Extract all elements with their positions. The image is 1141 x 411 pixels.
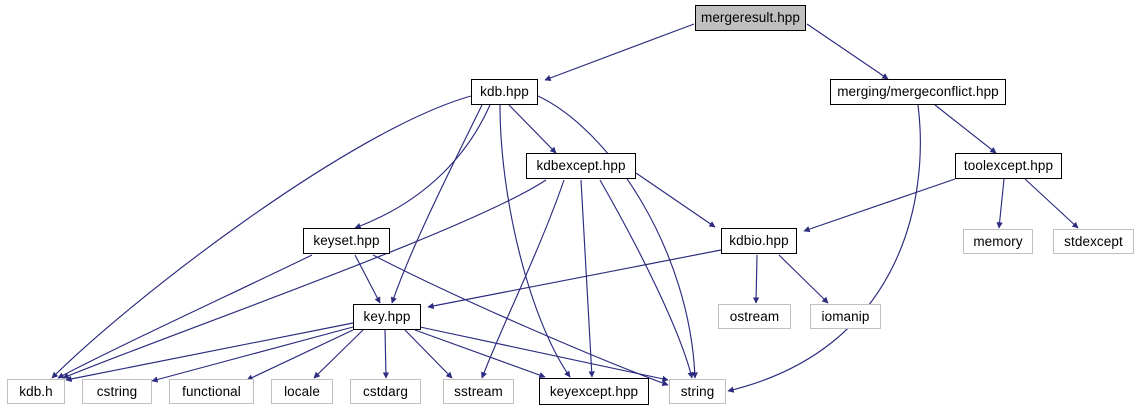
graph-node-keyexcept[interactable]: keyexcept.hpp <box>539 378 649 405</box>
graph-node-label: locale <box>284 383 320 399</box>
graph-edge-keyhpp-to-locale <box>313 329 364 379</box>
graph-node-keyhpp[interactable]: key.hpp <box>353 304 421 330</box>
graph-node-toolexcept[interactable]: toolexcept.hpp <box>955 153 1062 179</box>
graph-edge-toolexcept-to-kdbio <box>803 178 956 233</box>
graph-node-memory[interactable]: memory <box>963 229 1033 254</box>
graph-edge-kdbhpp-to-keyset <box>354 104 491 229</box>
graph-node-label: string <box>680 383 715 399</box>
graph-node-label: mergeresult.hpp <box>700 10 801 26</box>
graph-node-label: keyset.hpp <box>313 233 380 249</box>
graph-node-mergeresult[interactable]: mergeresult.hpp <box>695 5 806 31</box>
graph-edge-mergeresult-to-mergeconflict <box>806 23 889 80</box>
graph-edge-toolexcept-to-stdexcept <box>1024 178 1079 229</box>
graph-edge-keyhpp-to-functional <box>246 329 354 381</box>
graph-node-label: ostream <box>729 308 780 324</box>
graph-node-iomanip[interactable]: iomanip <box>810 304 881 329</box>
graph-edge-kdbhpp-to-keyhpp <box>390 104 483 304</box>
graph-node-ostream[interactable]: ostream <box>718 304 791 329</box>
graph-edge-kdbexcept-to-sstream <box>481 179 565 379</box>
graph-edge-keyset-to-keyhpp <box>354 254 381 304</box>
graph-node-functional[interactable]: functional <box>169 379 254 404</box>
graph-edge-kdbhpp-to-kdbh <box>51 95 472 379</box>
graph-node-label: key.hpp <box>363 309 411 325</box>
graph-edge-kdbio-to-ostream <box>752 254 760 304</box>
graph-edge-kdbexcept-to-kdbio <box>635 172 716 228</box>
graph-edge-toolexcept-to-memory <box>996 178 1005 229</box>
graph-node-label: iomanip <box>821 308 870 324</box>
graph-node-cstdarg[interactable]: cstdarg <box>350 379 421 404</box>
graph-node-kdbhpp[interactable]: kdb.hpp <box>471 79 538 105</box>
graph-node-label: kdbexcept.hpp <box>536 158 626 174</box>
graph-node-label: keyexcept.hpp <box>549 383 639 399</box>
graph-edge-keyhpp-to-cstdarg <box>382 329 390 379</box>
graph-edge-kdbexcept-to-string <box>599 179 694 379</box>
graph-node-label: kdb.h <box>19 383 53 399</box>
graph-edge-kdbhpp-to-kdbexcept <box>508 104 557 154</box>
graph-node-label: sstream <box>454 383 503 399</box>
graph-node-label: memory <box>973 233 1023 249</box>
graph-edge-kdbexcept-to-keyexcept <box>580 179 595 378</box>
graph-node-kdbh[interactable]: kdb.h <box>7 379 65 404</box>
graph-edge-mergeconflict-to-toolexcept <box>934 104 997 154</box>
graph-edge-kdbio-to-iomanip <box>778 254 829 304</box>
graph-node-label: cstring <box>96 383 138 399</box>
graph-edge-keyset-to-kdbh <box>57 254 313 379</box>
graph-node-label: functional <box>182 383 241 399</box>
graph-node-string[interactable]: string <box>669 379 726 404</box>
graph-edge-kdbhpp-to-keyexcept <box>499 104 571 378</box>
graph-node-kdbexcept[interactable]: kdbexcept.hpp <box>526 153 636 179</box>
graph-edge-keyhpp-to-sstream <box>404 329 453 379</box>
graph-edge-keyhpp-to-kdbh <box>65 322 354 382</box>
graph-node-sstream[interactable]: sstream <box>443 379 514 404</box>
graph-node-label: cstdarg <box>363 383 408 399</box>
graph-edge-kdbio-to-keyhpp <box>427 249 722 310</box>
graph-node-keyset[interactable]: keyset.hpp <box>303 228 390 254</box>
graph-edge-keyhpp-to-keyexcept <box>414 329 546 379</box>
graph-edge-keyhpp-to-cstring <box>151 326 354 383</box>
graph-node-label: kdb.hpp <box>480 84 529 100</box>
graph-edge-kdbhpp-to-string <box>537 95 698 379</box>
graph-node-cstring[interactable]: cstring <box>82 379 152 404</box>
graph-edge-keyhpp-to-string <box>419 326 669 382</box>
graph-node-label: toolexcept.hpp <box>963 158 1054 174</box>
graph-node-mergeconflict[interactable]: merging/mergeconflict.hpp <box>830 79 1006 105</box>
graph-node-label: merging/mergeconflict.hpp <box>837 84 999 100</box>
graph-node-locale[interactable]: locale <box>271 379 333 404</box>
graph-edge-kdbexcept-to-kdbh <box>62 179 547 379</box>
graph-node-stdexcept[interactable]: stdexcept <box>1053 229 1134 254</box>
graph-node-kdbio[interactable]: kdbio.hpp <box>721 228 797 254</box>
graph-node-label: stdexcept <box>1064 233 1123 249</box>
graph-edge-mergeresult-to-kdbhpp <box>544 23 695 81</box>
graph-node-label: kdbio.hpp <box>729 233 789 249</box>
